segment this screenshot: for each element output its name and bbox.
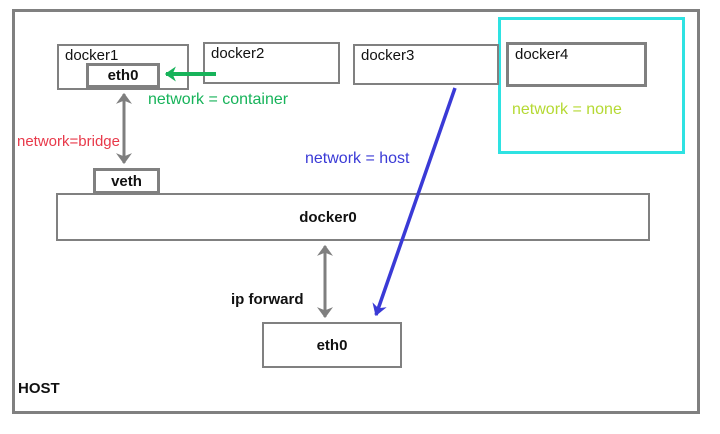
host-label: HOST xyxy=(18,380,60,397)
docker2-label: docker2 xyxy=(211,45,265,62)
veth-box: veth xyxy=(93,168,160,194)
docker4-label: docker4 xyxy=(515,46,569,63)
network-container-annotation: network = container xyxy=(148,91,289,108)
docker1-eth0-label: eth0 xyxy=(107,67,139,84)
container-box-docker3: docker3 xyxy=(353,44,499,85)
docker3-label: docker3 xyxy=(361,47,415,64)
network-host-annotation: network = host xyxy=(305,150,410,167)
network-bridge-annotation: network=bridge xyxy=(17,133,120,150)
docker1-label: docker1 xyxy=(65,47,119,64)
docker1-eth0-box: eth0 xyxy=(86,63,160,88)
docker0-box: docker0 xyxy=(56,193,650,241)
network-none-annotation: network = none xyxy=(512,101,622,118)
ip-forward-label: ip forward xyxy=(231,291,304,308)
veth-label: veth xyxy=(111,172,142,190)
container-box-docker2: docker2 xyxy=(203,42,340,84)
host-eth0-label: eth0 xyxy=(316,336,348,354)
docker0-label: docker0 xyxy=(299,208,357,226)
container-box-docker4: docker4 xyxy=(506,42,647,87)
host-eth0-box: eth0 xyxy=(262,322,402,368)
